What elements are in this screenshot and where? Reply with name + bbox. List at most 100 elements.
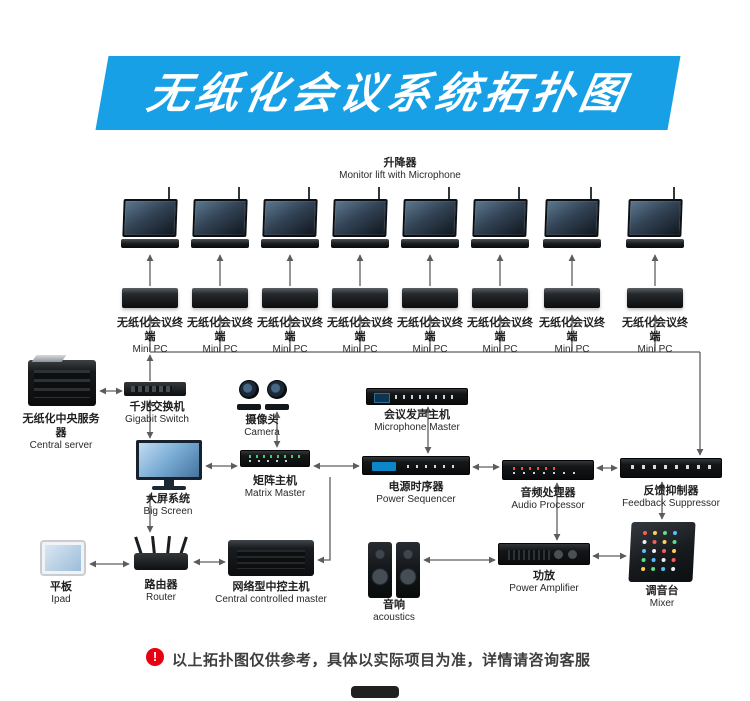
label-en-text: Mini PC — [202, 344, 238, 355]
label-zh-text: 无纸化会议终端 — [257, 317, 323, 343]
monitor-lift-device — [543, 186, 601, 248]
label-zh-text: 功放 — [533, 570, 555, 582]
big-screen-device — [136, 440, 202, 490]
label-en-text: Mini PC — [342, 344, 378, 355]
big-screen-stand — [164, 480, 174, 486]
big-screen-panel — [136, 440, 202, 480]
microphone-antenna-icon — [673, 187, 675, 201]
label-en-text: Audio Processor — [511, 500, 585, 511]
label-zh-text: 大屏系统 — [146, 493, 190, 505]
ptz-camera-icon — [236, 379, 262, 410]
monitor-base — [543, 239, 601, 248]
monitor-base — [401, 239, 459, 248]
camera-base — [265, 404, 289, 410]
matrix-master-device — [240, 450, 310, 467]
label-zh-text: 无纸化会议终端 — [397, 317, 463, 343]
label-zh-text: 无纸化会议终端 — [622, 317, 688, 343]
monitor-lift-label: 升降器 Monitor lift with Microphone — [295, 156, 505, 182]
acoustics-device — [368, 542, 420, 598]
monitor-screen — [544, 199, 600, 237]
monitor-screen — [262, 199, 318, 237]
label-en-text: Big Screen — [143, 506, 193, 517]
label-zh-text: 无纸化会议终端 — [327, 317, 393, 343]
label-en-text: Feedback Suppressor — [622, 498, 720, 509]
label-en-text: Mini PC — [482, 344, 518, 355]
label-en-text: Router — [145, 592, 176, 603]
monitor-lift-device — [121, 186, 179, 248]
label-en-text: Power Sequencer — [376, 494, 456, 505]
mixer-device — [628, 522, 696, 582]
label-en-text: Mini PC — [272, 344, 308, 355]
label-zh-text: 无纸化会议终端 — [187, 317, 253, 343]
gigabit-switch-device — [124, 382, 186, 396]
label-en-text: acoustics — [373, 612, 415, 623]
audio-processor-device — [502, 460, 594, 480]
monitor-screen — [472, 199, 528, 237]
label-en-text: Mini PC — [412, 344, 448, 355]
mini-pc-device — [472, 288, 528, 308]
label-zh-text: 摄像头 — [245, 414, 279, 426]
microphone-antenna-icon — [378, 187, 380, 201]
mini-pc-device — [262, 288, 318, 308]
router-body — [134, 553, 188, 570]
monitor-screen — [332, 199, 388, 237]
label-en-text: Mini PC — [637, 344, 673, 355]
camera-lens-icon — [267, 380, 287, 399]
label-zh-text: 矩阵主机 — [253, 475, 297, 487]
label-en-text: Microphone Master — [374, 422, 460, 433]
label-en-text: Central server — [29, 440, 93, 451]
monitor-screen — [627, 199, 683, 237]
mixer-knobs-icon — [642, 531, 648, 535]
label-zh-text: 音响 — [383, 599, 405, 611]
label-zh-text: 会议发声主机 — [384, 409, 450, 421]
label-zh-text: 无纸化会议终端 — [539, 317, 605, 343]
monitor-base — [121, 239, 179, 248]
label-zh-text: 网络型中控主机 — [232, 581, 310, 593]
bottom-decoration — [351, 686, 399, 698]
label-en-text: Power Amplifier — [509, 583, 579, 594]
label-zh-text: 电源时序器 — [388, 481, 444, 493]
big-screen-foot — [152, 486, 186, 490]
monitor-lift-device — [471, 186, 529, 248]
speaker-icon — [396, 542, 420, 598]
label-zh-text: 平板 — [50, 581, 72, 593]
mini-pc-device — [544, 288, 600, 308]
power-amplifier-device — [498, 543, 590, 565]
camera-base — [237, 404, 261, 410]
monitor-base — [331, 239, 389, 248]
connector-line — [317, 477, 331, 564]
warning-exclamation-icon: ! — [146, 648, 164, 666]
microphone-antenna-icon — [448, 187, 450, 201]
microphone-antenna-icon — [308, 187, 310, 201]
mini-pc-device — [627, 288, 683, 308]
label-zh-text: 无纸化会议终端 — [117, 317, 183, 343]
label-zh-text: 升降器 — [383, 157, 417, 169]
monitor-lift-device — [626, 186, 684, 248]
monitor-screen — [192, 199, 248, 237]
label-en-text: Camera — [244, 427, 280, 438]
mini-pc-device — [402, 288, 458, 308]
label-en-text: Mixer — [649, 598, 675, 609]
label-zh-text: 路由器 — [144, 579, 178, 591]
disclaimer-text: 以上拓扑图仅供参考，具体以实际项目为准，详情请咨询客服 — [172, 652, 591, 669]
label-en-text: Matrix Master — [244, 488, 306, 499]
microphone-antenna-icon — [590, 187, 592, 201]
monitor-base — [191, 239, 249, 248]
label-en-text: Mini PC — [554, 344, 590, 355]
